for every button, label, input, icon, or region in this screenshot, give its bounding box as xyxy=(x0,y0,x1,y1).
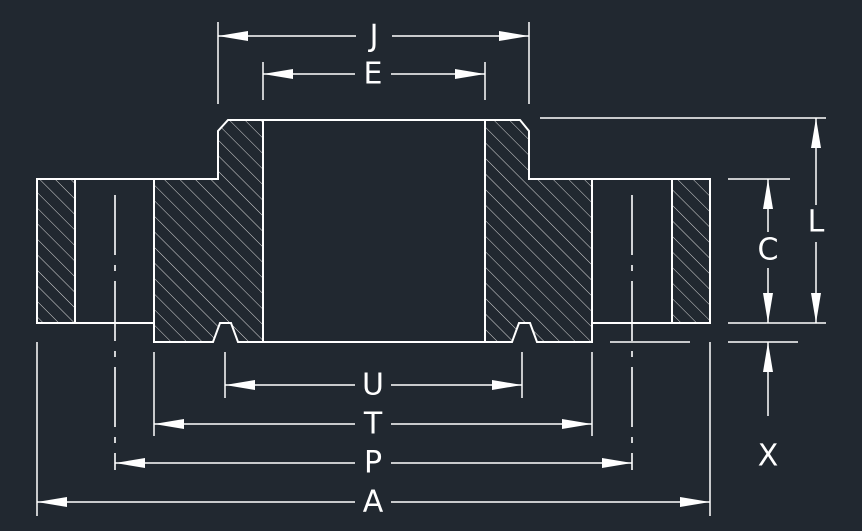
arrow-p-left xyxy=(115,458,145,468)
label-j: J xyxy=(368,19,379,54)
arrow-u-right xyxy=(492,380,522,390)
hatch-right-hub xyxy=(485,120,592,342)
hatched-sections xyxy=(37,120,710,342)
label-t: T xyxy=(363,407,383,442)
arrow-t-left xyxy=(154,419,184,429)
dimension-c: C xyxy=(758,179,779,323)
hatch-left-hub xyxy=(154,120,263,342)
dimension-a: A xyxy=(37,485,710,520)
dimension-l: L xyxy=(808,118,825,323)
left-hub-outline xyxy=(153,119,264,343)
label-u: U xyxy=(362,368,384,403)
arrow-j-right xyxy=(499,31,529,41)
dimension-j: J xyxy=(218,19,529,54)
hatch-right-flange-edge xyxy=(672,179,710,323)
label-l: L xyxy=(808,205,825,240)
label-x: X xyxy=(758,439,779,474)
arrow-e-right xyxy=(455,69,485,79)
arrow-j-left xyxy=(218,31,248,41)
left-flange-edge-outline xyxy=(36,178,76,324)
arrow-l-bottom xyxy=(811,293,821,323)
arrow-x-up xyxy=(763,342,773,372)
dimension-e: E xyxy=(263,57,485,92)
dimension-u: U xyxy=(225,368,522,403)
arrow-c-bottom xyxy=(763,293,773,323)
right-hub-outline xyxy=(484,119,593,343)
dimension-x: X xyxy=(758,342,779,474)
dimension-p: P xyxy=(115,446,632,481)
label-a: A xyxy=(363,485,384,520)
bolt-centerlines xyxy=(114,195,633,470)
arrow-a-left xyxy=(37,497,67,507)
hatch-left-flange-edge xyxy=(37,179,75,323)
right-flange-edge-outline xyxy=(671,178,711,324)
arrow-a-right xyxy=(680,497,710,507)
arrow-e-left xyxy=(263,69,293,79)
dimension-t: T xyxy=(154,407,592,442)
arrow-c-top xyxy=(763,179,773,209)
flange-outline xyxy=(36,119,711,343)
arrow-t-right xyxy=(562,419,592,429)
label-p: P xyxy=(364,446,382,481)
arrow-p-right xyxy=(602,458,632,468)
arrow-u-left xyxy=(225,380,255,390)
label-c: C xyxy=(758,233,779,268)
label-e: E xyxy=(364,57,383,92)
arrow-l-top xyxy=(811,118,821,148)
